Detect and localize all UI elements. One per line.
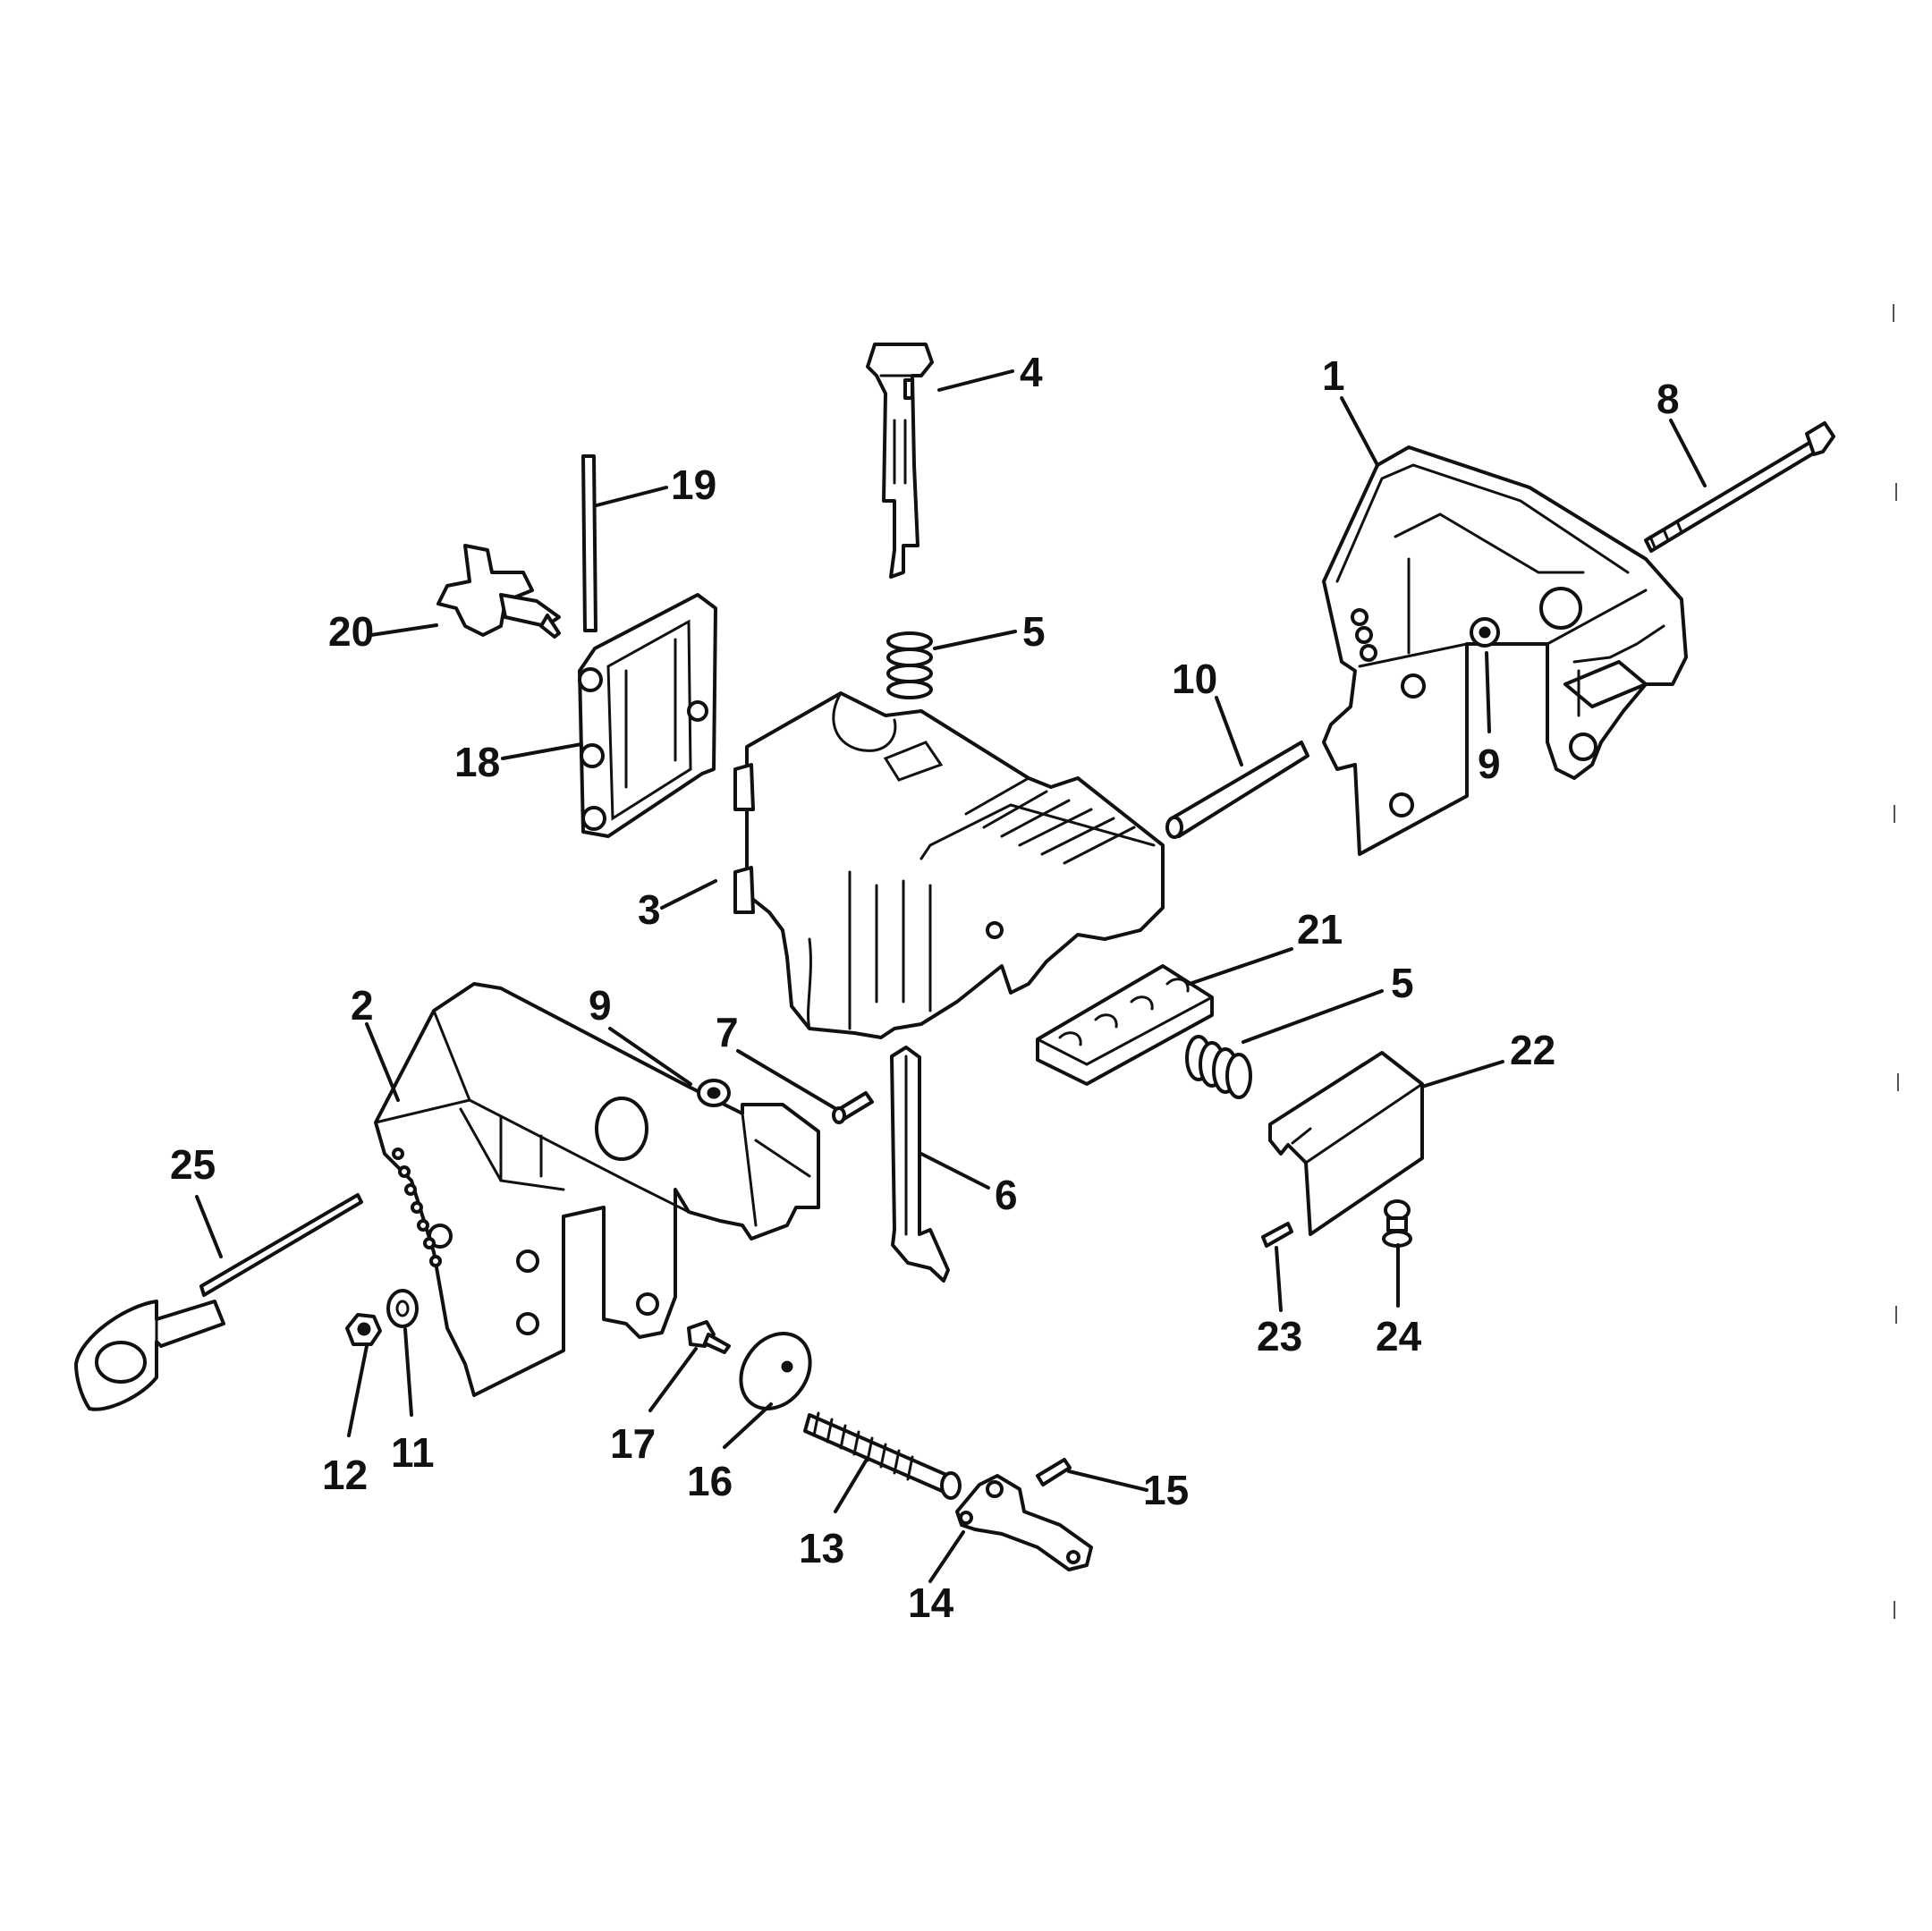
- part-12-nut[interactable]: [345, 1313, 382, 1346]
- part-2-left-bracket[interactable]: [374, 982, 820, 1397]
- part-9-washer-lower[interactable]: [697, 1079, 731, 1107]
- callout-part-1: 1: [1322, 352, 1345, 399]
- part-11-washer[interactable]: [386, 1289, 419, 1328]
- part-10-pin[interactable]: [1165, 741, 1309, 839]
- callout-part-23: 23: [1257, 1313, 1302, 1359]
- part-19-hinge-rod[interactable]: [581, 454, 597, 632]
- edge-marks: [1893, 304, 1899, 1619]
- callout-part-17: 17: [610, 1420, 656, 1467]
- callout-part-18: 18: [454, 739, 500, 785]
- part-22-cover[interactable]: [1268, 1051, 1424, 1236]
- leader-lines: [195, 369, 1707, 1583]
- callout-part-25: 25: [170, 1141, 216, 1188]
- callout-part-22: 22: [1510, 1027, 1555, 1073]
- part-3-main-housing[interactable]: [733, 691, 1165, 1039]
- callout-part-4: 4: [1020, 349, 1043, 395]
- callout-part-21: 21: [1297, 906, 1343, 953]
- part-17-screw[interactable]: [687, 1320, 731, 1354]
- part-18-hinge-bracket[interactable]: [578, 593, 717, 838]
- callout-part-7: 7: [716, 1009, 739, 1055]
- part-14-clevis-link[interactable]: [955, 1474, 1093, 1571]
- callout-part-14: 14: [908, 1580, 954, 1626]
- callout-part-5-upper: 5: [1022, 608, 1046, 655]
- part-6-lever-plate[interactable]: [890, 1046, 950, 1283]
- callout-part-13: 13: [799, 1525, 844, 1571]
- callout-part-16: 16: [687, 1458, 733, 1504]
- callout-part-10: 10: [1172, 656, 1217, 702]
- callout-part-9-lower: 9: [589, 982, 612, 1029]
- callout-labels: 4 5 19 20 18 3 1 8 10 9 21 5 22 23 24 6 …: [170, 349, 1680, 1626]
- callout-part-9-upper: 9: [1478, 741, 1501, 787]
- part-21-slotted-plate[interactable]: [1036, 964, 1214, 1086]
- callout-part-12: 12: [322, 1452, 368, 1498]
- part-5-spring-lower[interactable]: [1185, 1035, 1252, 1099]
- part-4-plunger[interactable]: [866, 343, 934, 579]
- callout-part-19: 19: [671, 462, 716, 508]
- callout-part-2: 2: [351, 982, 374, 1029]
- part-8-long-bolt[interactable]: [1644, 421, 1835, 553]
- callout-part-5-lower: 5: [1391, 960, 1414, 1006]
- part-23-small-pin[interactable]: [1261, 1222, 1293, 1248]
- part-25-handle-rod[interactable]: [74, 1193, 363, 1411]
- callout-part-3: 3: [638, 886, 661, 933]
- part-13-coil-spring[interactable]: [803, 1411, 962, 1500]
- callout-part-15: 15: [1143, 1467, 1189, 1513]
- part-16-disc[interactable]: [727, 1320, 825, 1422]
- part-5-spring-upper[interactable]: [886, 631, 933, 699]
- part-7-pin[interactable]: [832, 1091, 874, 1124]
- callout-part-6: 6: [995, 1172, 1018, 1218]
- callout-part-8: 8: [1657, 376, 1680, 422]
- callout-part-24: 24: [1376, 1313, 1422, 1359]
- part-20-wing-knob[interactable]: [436, 544, 561, 639]
- part-1-right-bracket[interactable]: [1322, 445, 1688, 856]
- part-9-washer-upper[interactable]: [1470, 617, 1500, 648]
- callout-part-20: 20: [328, 608, 374, 655]
- callout-part-11: 11: [391, 1429, 435, 1476]
- part-15-pin[interactable]: [1036, 1458, 1072, 1486]
- part-24-small-screw[interactable]: [1382, 1199, 1412, 1248]
